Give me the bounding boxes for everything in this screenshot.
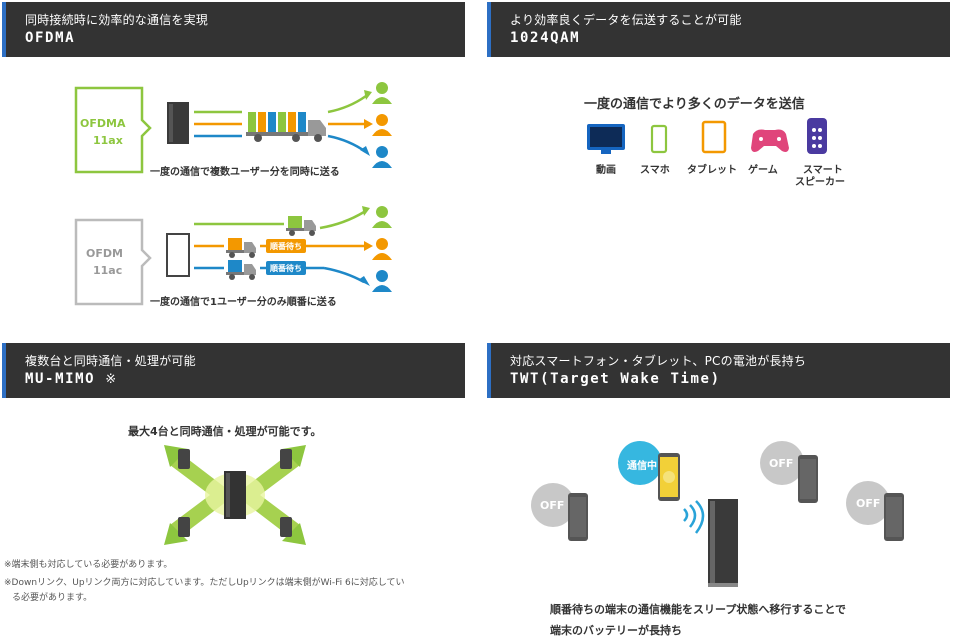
mumimo-headline: 最大4台と同時通信・処理が可能です。: [128, 425, 322, 438]
twt-caption-1: 順番待ちの端末の通信機能をスリープ状態へ移行することで: [550, 603, 847, 616]
truck-icon: [226, 260, 256, 280]
user-icon: [372, 146, 392, 168]
smart-speaker-icon: [807, 118, 827, 154]
mumimo-title-note: ※: [105, 372, 118, 387]
twt-diagram: [531, 441, 904, 587]
ofdm-label-box: [74, 218, 152, 306]
mumimo-subtitle: 複数台と同時通信・処理が可能: [25, 354, 196, 368]
smartphone-icon: [658, 453, 680, 501]
wait-label: 順番待ち: [270, 264, 302, 273]
twt-header: 対応スマートフォン・タブレット、PCの電池が長持ち TWT(Target Wak…: [487, 343, 950, 398]
mumimo-note-2: ※Downリンク、Upリンク両方に対応しています。ただしUpリンクは端末側がWi…: [4, 578, 405, 588]
router-icon: [708, 499, 738, 587]
twt-title: TWT(Target Wake Time): [510, 371, 721, 387]
device-label-video: 動画: [596, 165, 616, 176]
ofdm-box-line2: 11ac: [93, 264, 123, 277]
qam-devices: [587, 118, 827, 154]
wait-label: 順番待ち: [270, 242, 302, 251]
ofdm-caption: 一度の通信で1ユーザー分のみ順番に送る: [150, 297, 337, 308]
off-label: OFF: [856, 497, 881, 510]
router-icon: [224, 471, 246, 519]
off-label: OFF: [540, 499, 565, 512]
smartphone-icon: [280, 517, 292, 537]
device-label-phone: スマホ: [640, 165, 670, 176]
device-label-game: ゲーム: [748, 165, 778, 176]
user-icon: [372, 206, 392, 228]
mumimo-title: MU-MIMO ※: [25, 371, 118, 387]
off-badge: [531, 483, 575, 527]
mumimo-header: 複数台と同時通信・処理が可能 MU-MIMO ※: [2, 343, 465, 398]
router-icon: [166, 233, 190, 277]
ofdma-caption: 一度の通信で複数ユーザー分を同時に送る: [150, 167, 340, 178]
device-label-speaker-2: スピーカー: [795, 177, 845, 188]
qam-title: 1024QAM: [510, 30, 581, 46]
device-label-speaker-1: スマート: [803, 165, 843, 176]
mumimo-note-3: る必要があります。: [12, 593, 93, 603]
truck-icon: [286, 216, 316, 236]
tablet-icon: [701, 120, 727, 154]
off-badge: [846, 481, 890, 525]
mumimo-note-1: ※端末側も対応している必要があります。: [4, 560, 173, 570]
smartphone-icon: [798, 455, 818, 503]
user-icon: [372, 238, 392, 260]
gamepad-icon: [751, 129, 789, 152]
smartphone-icon: [884, 493, 904, 541]
ofdma-box-line2: 11ax: [93, 134, 123, 147]
active-badge: [618, 441, 662, 485]
twt-caption-2: 端末のバッテリーが長持ち: [550, 624, 682, 637]
off-label: OFF: [769, 457, 794, 470]
user-icon: [372, 114, 392, 136]
truck-icon: [226, 238, 256, 258]
device-label-tablet: タブレット: [687, 165, 737, 176]
ofdm-box-line1: OFDM: [86, 247, 123, 260]
user-icon: [372, 270, 392, 292]
ofdma-label-box: [74, 86, 152, 174]
smartphone-icon: [650, 124, 668, 154]
wait-tag: [266, 239, 306, 253]
truck-icon: [246, 112, 326, 142]
ofdma-diagram: [74, 82, 392, 306]
smartphone-icon: [178, 517, 190, 537]
ofdma-title: OFDMA: [25, 30, 76, 46]
mumimo-diagram: [164, 445, 306, 545]
smartphone-icon: [280, 449, 292, 469]
qam-subtitle: より効率良くデータを伝送することが可能: [510, 13, 742, 27]
off-badge: [760, 441, 804, 485]
twt-subtitle: 対応スマートフォン・タブレット、PCの電池が長持ち: [510, 354, 807, 368]
qam-headline: 一度の通信でより多くのデータを送信: [584, 97, 805, 112]
wifi-icon: [683, 500, 705, 534]
tv-icon: [587, 124, 625, 154]
smartphone-icon: [568, 493, 588, 541]
wait-tag: [266, 261, 306, 275]
smartphone-icon: [178, 449, 190, 469]
ofdma-header: 同時接続時に効率的な通信を実現 OFDMA: [2, 2, 465, 57]
mumimo-title-text: MU-MIMO: [25, 371, 96, 387]
ofdma-box-line1: OFDMA: [80, 117, 126, 130]
ofdma-subtitle: 同時接続時に効率的な通信を実現: [25, 13, 209, 27]
active-label: 通信中: [627, 461, 657, 472]
user-icon: [372, 82, 392, 104]
qam-header: より効率良くデータを伝送することが可能 1024QAM: [487, 2, 950, 57]
